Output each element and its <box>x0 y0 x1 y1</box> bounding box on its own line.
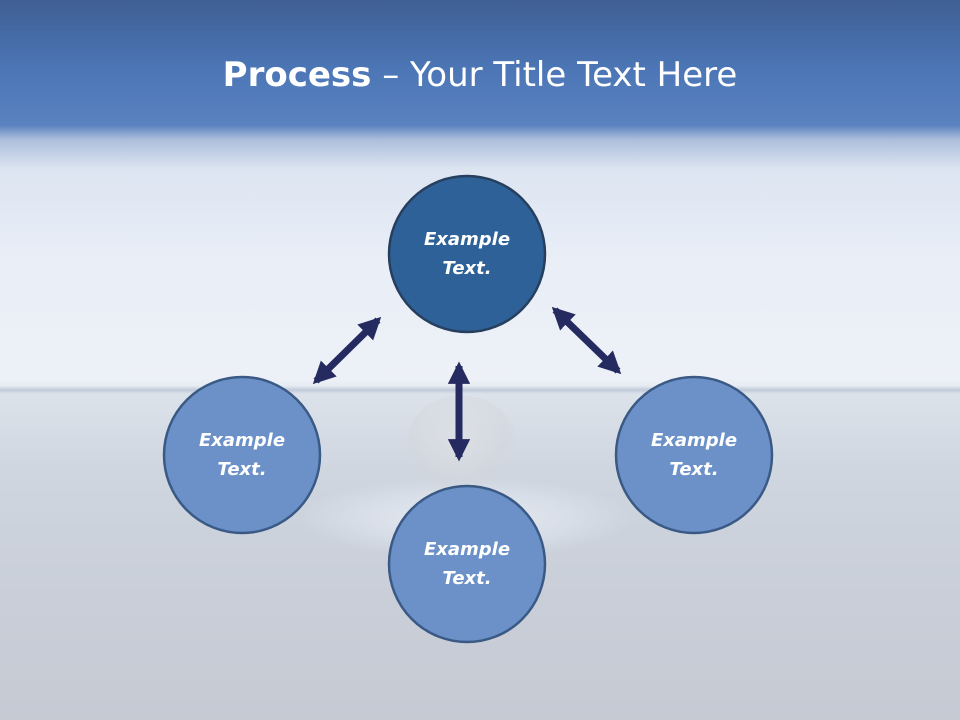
node-label-left: Example Text. <box>198 430 286 480</box>
horizon-line <box>0 386 960 394</box>
node-circle-left <box>162 375 322 535</box>
node-label-top: Example Text. <box>423 229 511 279</box>
node-circle-top <box>387 174 547 334</box>
slide-title: Process – Your Title Text Here <box>0 52 960 98</box>
node-label-bottom: Example Text. <box>423 539 511 589</box>
node-circle-bottom <box>387 484 547 644</box>
node-label-right: Example Text. <box>650 430 738 480</box>
arrow-top-right <box>551 306 622 375</box>
title-separator: – <box>371 55 411 95</box>
node-circle-right <box>614 375 774 535</box>
title-rest: Your Title Text Here <box>410 55 738 95</box>
arrow-top-left <box>312 316 382 385</box>
title-bold-part: Process <box>222 55 372 95</box>
